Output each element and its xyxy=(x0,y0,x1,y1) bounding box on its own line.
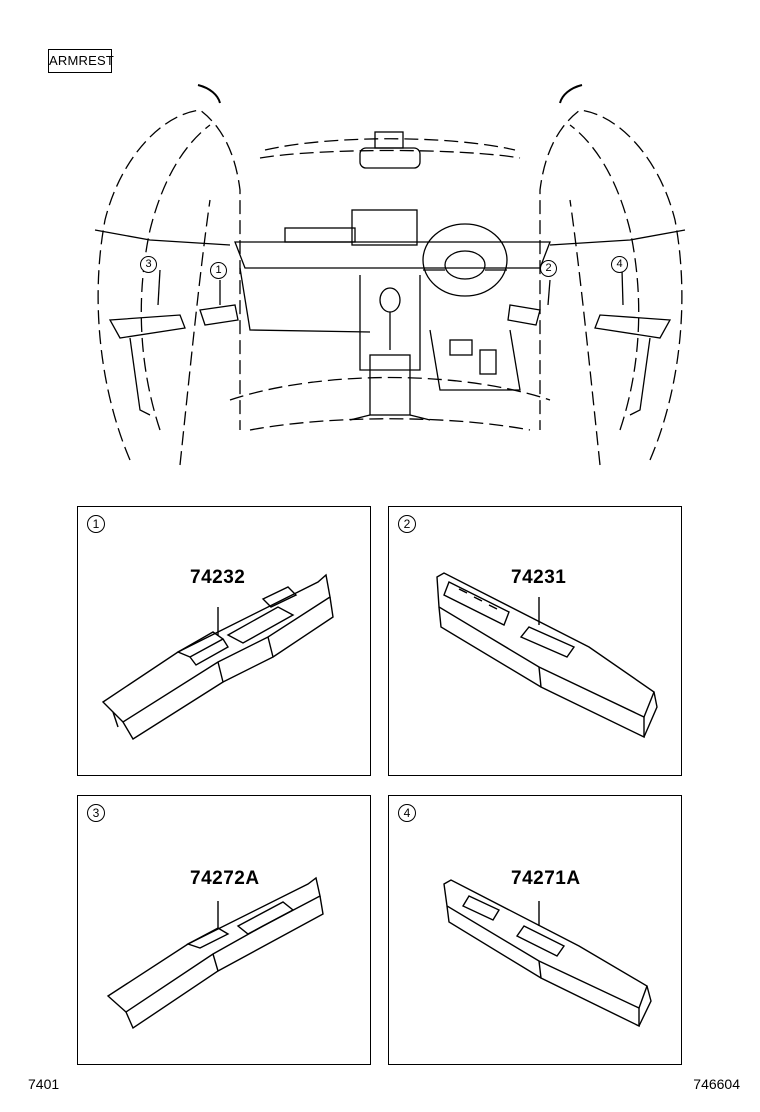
armrest-rear-right-drawing xyxy=(443,879,652,1028)
part-code-74232: 74232 xyxy=(190,567,246,588)
panel-number-2: 2 xyxy=(398,515,416,533)
part-code-74272A: 74272A xyxy=(190,868,260,889)
part-panel-4: 4 74271A xyxy=(388,795,682,1065)
vehicle-interior-overview xyxy=(94,84,686,466)
footer-left-code: 7401 xyxy=(28,1076,60,1092)
armrest-front-left-drawing xyxy=(101,573,334,740)
panel-number-3: 3 xyxy=(87,804,105,822)
part-panel-2: 2 74231 xyxy=(388,506,682,776)
panel-number-1: 1 xyxy=(87,515,105,533)
overview-callout-4: 4 xyxy=(611,256,628,273)
part-panel-3: 3 74272A xyxy=(77,795,371,1065)
armrest-front-right-drawing xyxy=(436,572,658,739)
overview-callout-3: 3 xyxy=(140,256,157,273)
part-code-74271A: 74271A xyxy=(511,868,581,889)
panel-number-4: 4 xyxy=(398,804,416,822)
footer-right-code: 746604 xyxy=(693,1076,740,1092)
overview-callout-2: 2 xyxy=(540,260,557,277)
armrest-section-label: ARMREST xyxy=(48,49,114,73)
overview-callout-1: 1 xyxy=(210,262,227,279)
part-panel-1: 1 74232 xyxy=(77,506,371,776)
armrest-rear-left-drawing xyxy=(106,876,324,1030)
part-code-74231: 74231 xyxy=(511,567,567,588)
